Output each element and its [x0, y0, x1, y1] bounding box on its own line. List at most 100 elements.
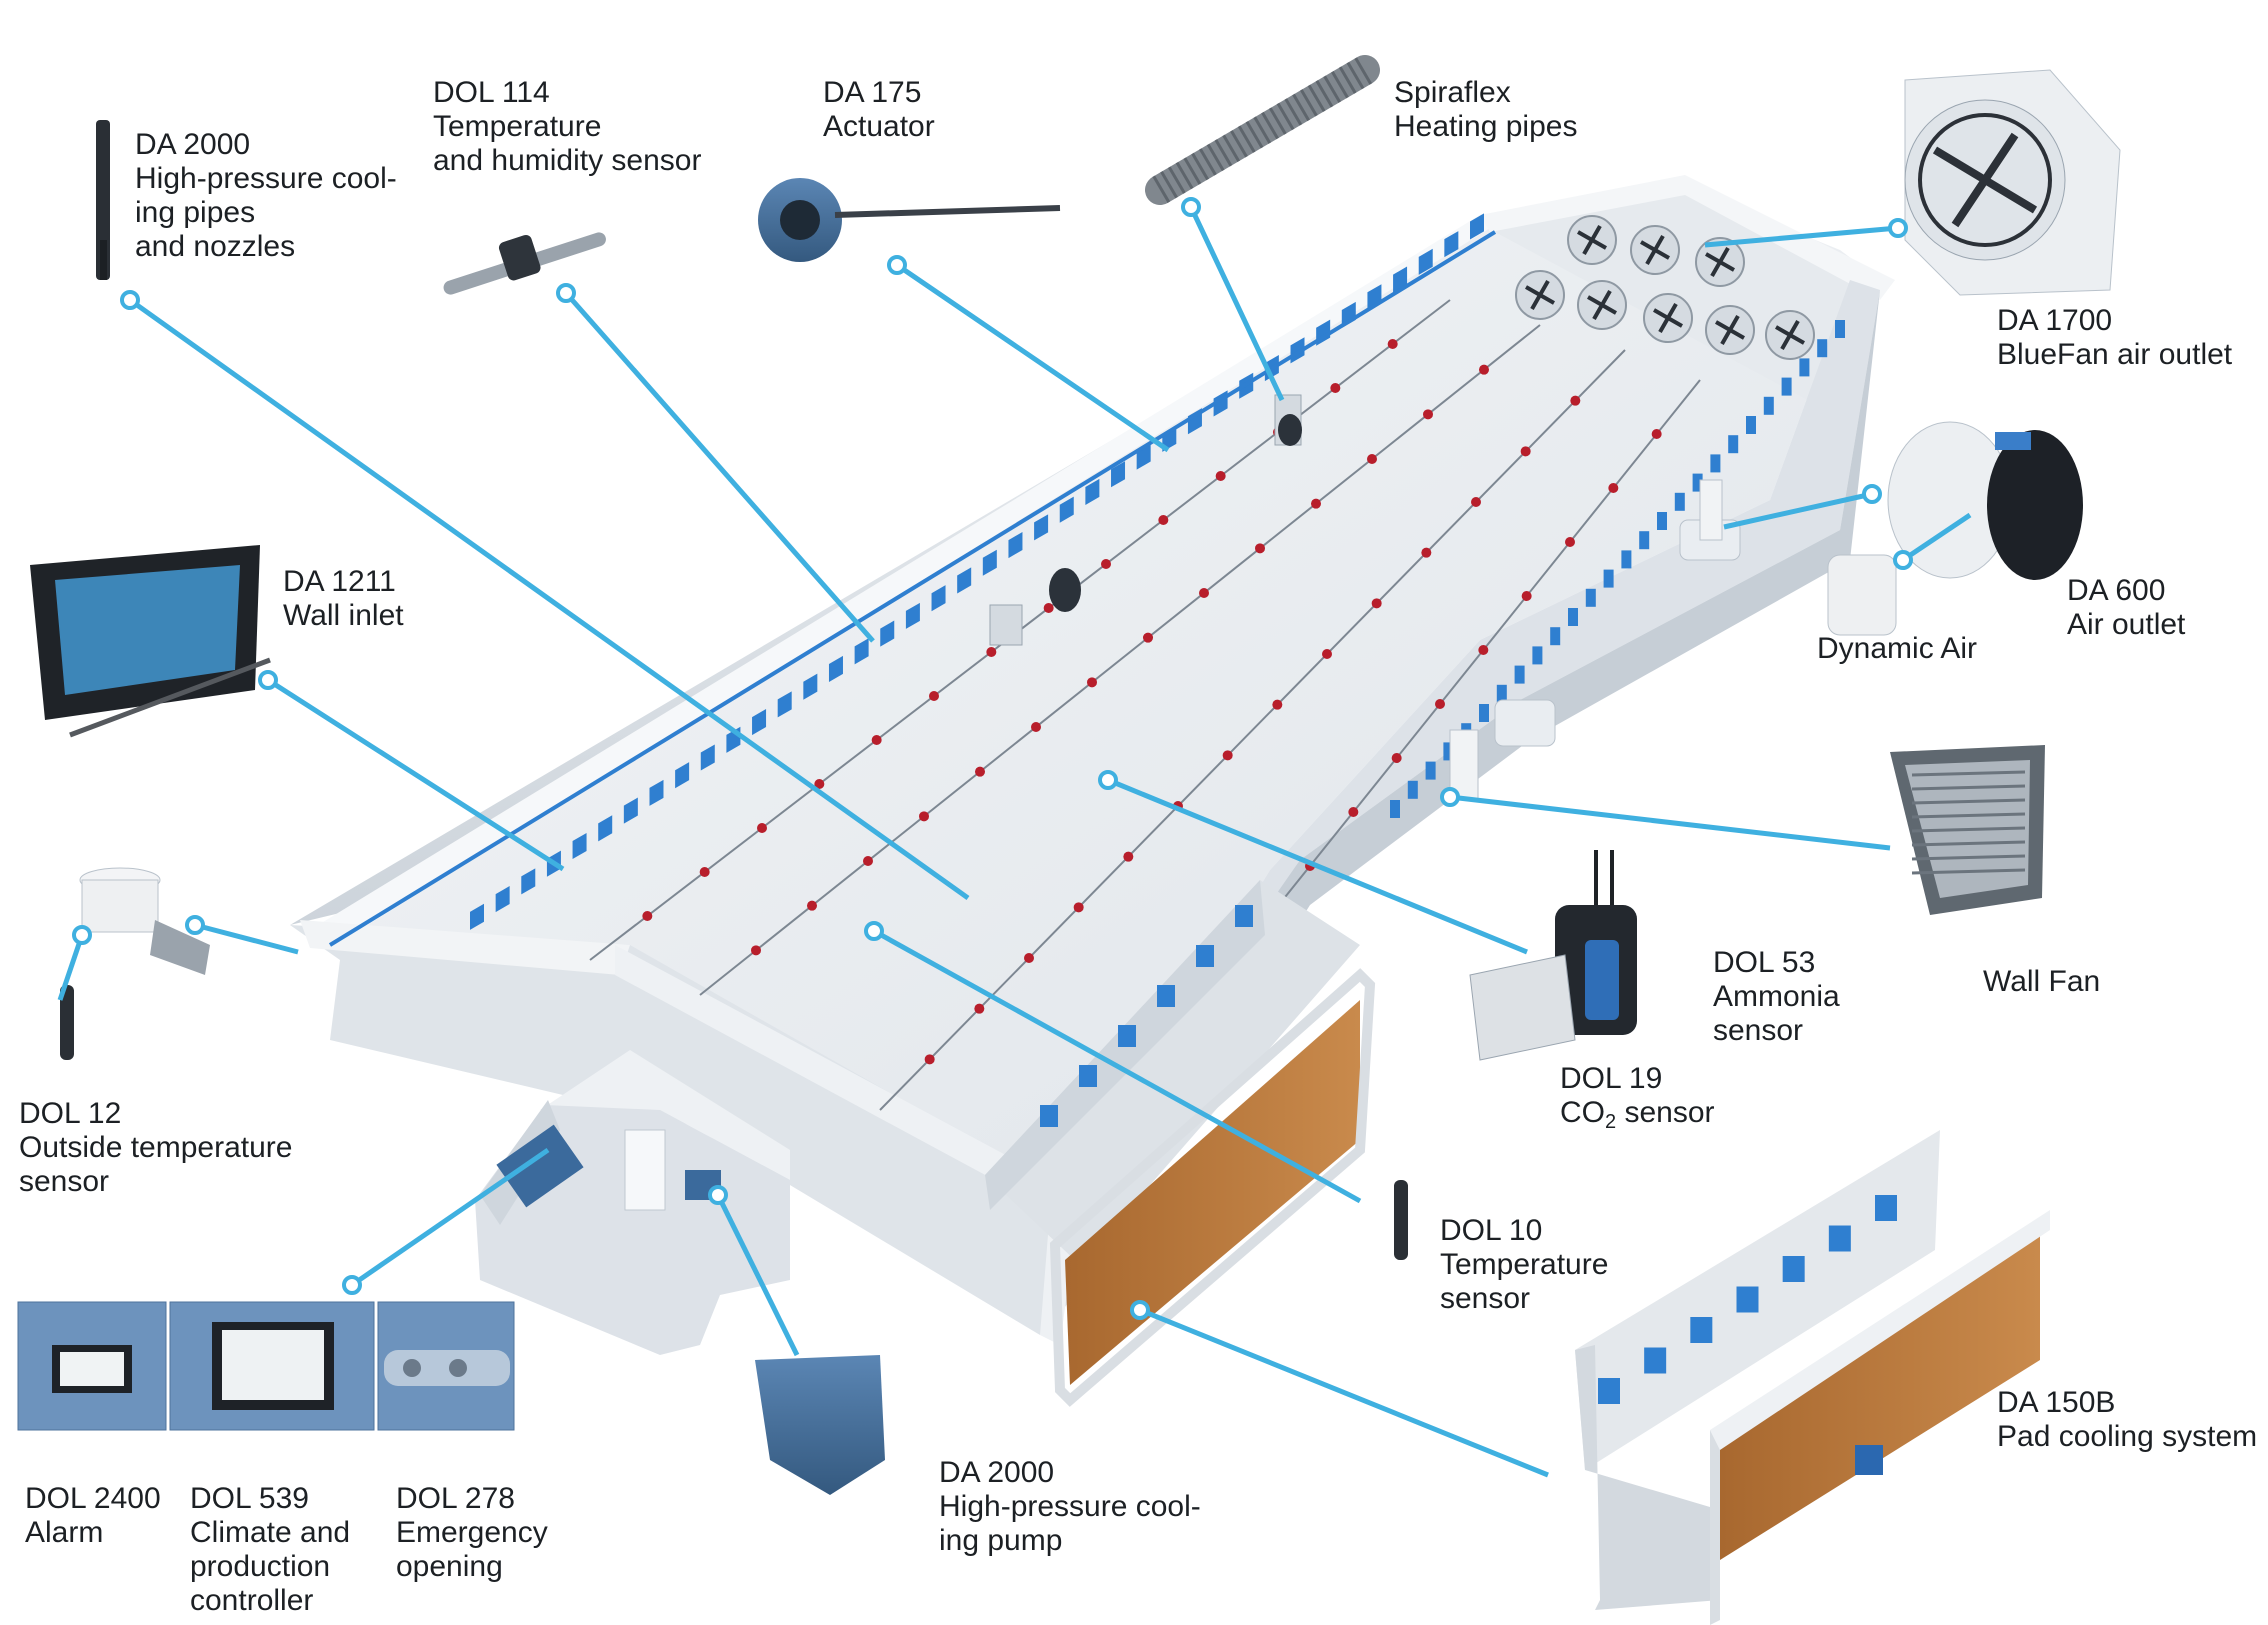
wall-fan-slat [1911, 826, 2026, 833]
cooling-nozzle [975, 766, 985, 777]
dynamic-air-device [1827, 554, 1897, 636]
near-wall-window [1443, 742, 1454, 761]
far-wall-window [1085, 478, 1100, 506]
cooling-nozzle [863, 856, 873, 866]
module-window [1875, 1195, 1897, 1221]
near-wall-window [1746, 416, 1756, 434]
label-dol53: DOL 53 Ammonia sensor [1713, 946, 1840, 1047]
far-wall-window [1418, 248, 1433, 275]
wall-fan-slat [1911, 784, 2026, 791]
callout-dot [120, 290, 140, 310]
callout-dot [864, 921, 884, 941]
far-wall-blue-strip [328, 230, 1497, 947]
cooling-nozzle [1322, 649, 1332, 659]
far-wall-window [675, 762, 690, 789]
label-dol2400: DOL 2400 Alarm [25, 1482, 161, 1549]
da600-device [1887, 421, 2083, 580]
cooling-pipe [699, 324, 1541, 996]
callout-line [1723, 491, 1873, 530]
near-wall-window [1817, 339, 1828, 358]
cooling-nozzle [1520, 446, 1531, 457]
barn-front-roof-right [615, 945, 1080, 1345]
near-wall-window [1639, 531, 1650, 550]
wall-duct-opening [1049, 568, 1081, 612]
far-wall-window [623, 797, 638, 824]
label-da600: DA 600 Air outlet [2067, 574, 2186, 641]
barn-front-gable [290, 925, 1080, 1335]
cooling-nozzle [1348, 807, 1359, 817]
label-dol278: DOL 278 Emergency opening [396, 1482, 548, 1583]
callout-dot [556, 283, 576, 303]
far-wall-window [649, 779, 664, 806]
cooling-nozzle [1608, 483, 1619, 493]
fan-blade [1582, 225, 1602, 255]
far-wall-window [957, 567, 972, 594]
cooling-nozzle [924, 1054, 935, 1065]
callout-line [1449, 794, 1891, 851]
wall-fan-slat [1911, 868, 2026, 875]
far-wall-window [777, 691, 792, 718]
callout-line [266, 677, 565, 872]
callout-line [564, 291, 875, 643]
cooling-nozzle [1087, 677, 1097, 688]
callout-dot [1130, 1300, 1150, 1320]
cooling-nozzle [1435, 699, 1445, 709]
module-window [1598, 1378, 1620, 1404]
far-wall-window [905, 602, 920, 629]
pad-cooling-frame [1049, 968, 1376, 1407]
near-wall-window [1710, 454, 1721, 473]
near-wall-window [1621, 550, 1632, 569]
cooling-nozzle [1570, 395, 1581, 406]
callout-dot [342, 1275, 362, 1295]
far-wall-window [1444, 231, 1459, 258]
fan-blade [1645, 235, 1665, 265]
wall-fan-slat [1911, 770, 2026, 777]
module-window [1782, 1256, 1805, 1282]
cooling-nozzle [814, 779, 825, 789]
da2000-nozzle-device [96, 120, 110, 280]
callout-dot [1098, 770, 1118, 790]
pad-chamber-window [1118, 1025, 1136, 1047]
pad-chamber-window [1196, 945, 1214, 967]
cooling-nozzle [1565, 537, 1575, 547]
cooling-nozzle [929, 691, 939, 701]
callout-line [1107, 777, 1528, 955]
barn-floor [335, 225, 1850, 1195]
module-window [1736, 1286, 1759, 1313]
louvre-inlet-2 [1699, 479, 1723, 541]
cooling-nozzle [1471, 497, 1481, 507]
da1700-device [1904, 69, 2121, 296]
far-wall-window [598, 815, 613, 842]
near-wall-window [1496, 684, 1507, 703]
cooling-nozzle [1123, 851, 1134, 862]
far-wall-window [931, 585, 946, 612]
wall-fan-slat [1911, 840, 2026, 847]
near-wall-window [1407, 780, 1418, 799]
barn-back-roof [1480, 175, 1895, 300]
cooling-nozzle [1651, 429, 1662, 439]
cooling-nozzle [1024, 953, 1034, 963]
callout-line [128, 297, 970, 901]
cooling-nozzle [1330, 383, 1341, 393]
cooling-nozzle [1199, 588, 1209, 598]
far-wall-window [880, 620, 895, 647]
dol19-device [1469, 954, 1576, 1061]
dol114-device [443, 232, 606, 295]
near-wall-windows [1390, 320, 1845, 818]
cooling-nozzle [699, 867, 710, 877]
module-window [1690, 1317, 1713, 1343]
cooling-nozzle [1255, 543, 1265, 554]
far-wall-window [1111, 461, 1126, 488]
module-window [1828, 1225, 1851, 1252]
pad-chamber-window [1079, 1065, 1097, 1087]
wall-fan-device [1890, 745, 2045, 915]
near-wall-window [1781, 377, 1792, 396]
cooling-nozzle [1101, 559, 1111, 569]
label-da150b: DA 150B Pad cooling system [1997, 1386, 2258, 1453]
near-wall-window [1514, 665, 1525, 684]
far-wall-window [1059, 496, 1074, 523]
label-dol19: DOL 19 CO2 sensor [1560, 1062, 1715, 1139]
near-wall-window [1550, 627, 1561, 646]
callout-line [715, 1193, 800, 1357]
callout-line [57, 934, 85, 1001]
